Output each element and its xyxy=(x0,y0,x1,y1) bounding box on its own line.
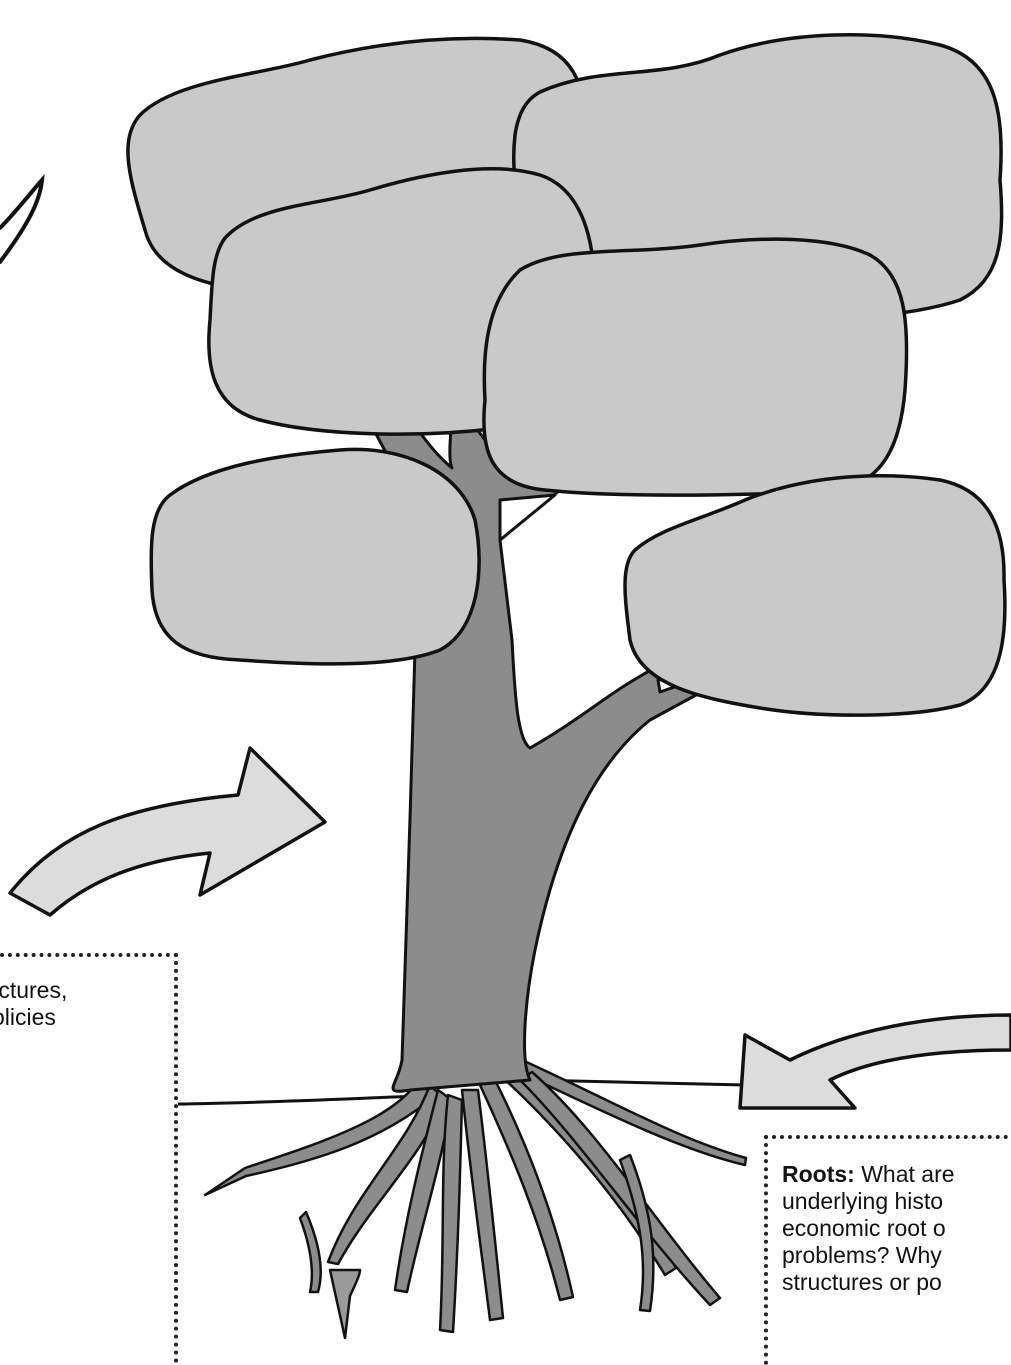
roots-prompt-line-4: problems? Why xyxy=(782,1242,1011,1269)
trunk-prompt-box: structures, d policies e ? xyxy=(0,953,178,1363)
leaf-bubble-center xyxy=(484,239,907,495)
roots-prompt-line-1: Roots: What are xyxy=(782,1161,1011,1188)
tree-canopy xyxy=(128,35,1005,715)
roots-prompt-box: Roots: What are underlying histo economi… xyxy=(764,1135,1011,1365)
trunk-prompt-line-1: structures, xyxy=(0,977,174,1004)
leaf-bubble-lower-left xyxy=(151,449,479,663)
roots-prompt-line-1-text: What are xyxy=(861,1161,954,1187)
roots-prompt-line-2: underlying histo xyxy=(782,1188,1011,1215)
roots-label: Roots: xyxy=(782,1161,855,1187)
trunk-prompt-line-4: ? xyxy=(0,1058,174,1085)
arrow-right-to-roots xyxy=(740,1015,1011,1108)
arrow-left-to-trunk xyxy=(10,748,325,915)
trunk-prompt-line-3: e xyxy=(0,1031,174,1058)
partial-arrow-top-left xyxy=(0,180,42,262)
roots-prompt-line-3: economic root o xyxy=(782,1215,1011,1242)
roots-prompt-line-5: structures or po xyxy=(782,1269,1011,1296)
leaf-bubble-lower-right xyxy=(625,476,1005,715)
trunk-prompt-line-2: d policies xyxy=(0,1004,174,1031)
